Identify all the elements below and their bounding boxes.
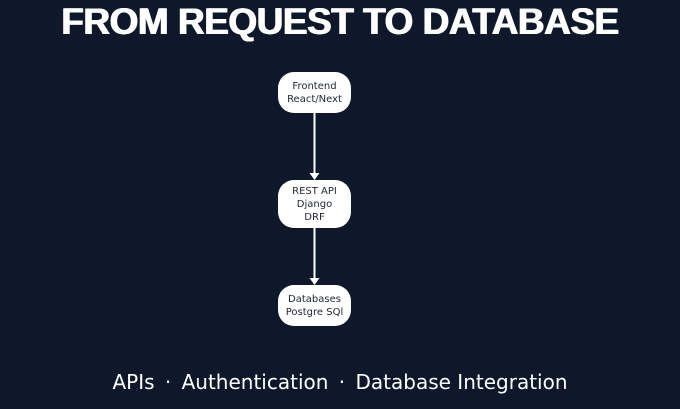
footer-item-authentication: Authentication xyxy=(181,370,329,394)
node-api-line1: REST API xyxy=(292,185,337,197)
footer-item-database-integration: Database Integration xyxy=(355,370,568,394)
node-db-line2: Postgre SQl xyxy=(285,306,344,318)
node-api-line2: Django xyxy=(296,198,333,210)
arrow-api-to-database xyxy=(309,228,320,285)
page-title: FROM REQUEST TO DATABASE xyxy=(61,1,619,42)
node-database: Databases Postgre SQl xyxy=(278,285,351,326)
node-api-line3: DRF xyxy=(304,211,325,223)
arrow-frontend-to-api xyxy=(309,113,320,180)
node-frontend-line1: Frontend xyxy=(292,80,337,92)
node-rest-api: REST API Django DRF xyxy=(278,180,351,228)
node-db-line1: Databases xyxy=(288,293,341,305)
footer-item-apis: APIs xyxy=(112,370,155,394)
node-frontend-line2: React/Next xyxy=(287,93,342,105)
footer-tagline: APIs · Authentication · Database Integra… xyxy=(0,368,680,396)
node-frontend: Frontend React/Next xyxy=(278,72,351,113)
footer-separator: · xyxy=(338,370,346,394)
footer-separator: · xyxy=(164,370,172,394)
